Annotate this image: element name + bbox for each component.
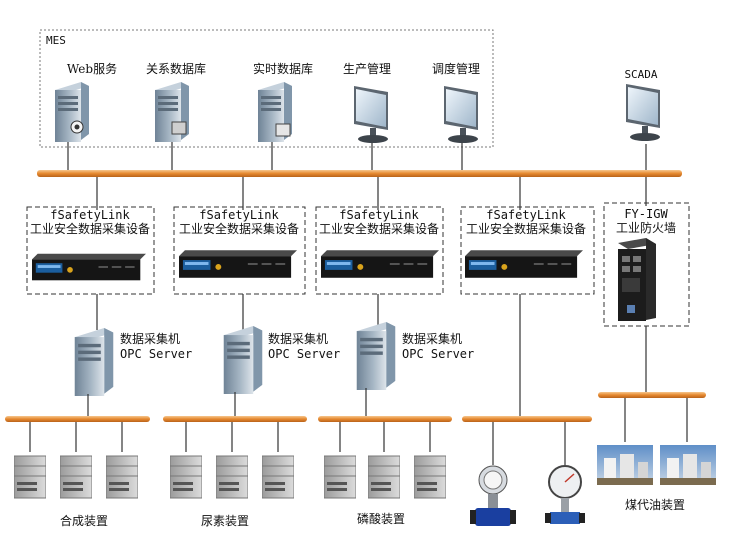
plant-label-synthesis: 合成装置 <box>59 514 109 528</box>
plant-device-icon <box>14 455 46 499</box>
coal-plant-photo-icon <box>660 445 716 485</box>
plant-device-icon <box>262 455 294 499</box>
relational-db-label: 关系数据库 <box>145 62 207 76</box>
firewall-device-icon <box>618 238 656 321</box>
plant-device-icon <box>170 455 202 499</box>
gateway-frame-3 <box>315 206 444 295</box>
gateway-desc-4: 工业安全数据采集设备 <box>465 222 587 236</box>
plant-device-icon <box>414 455 446 499</box>
collector-sub-2: OPC Server <box>268 347 341 361</box>
realtime-db-label: 实时数据库 <box>252 62 314 76</box>
plant-bus-2 <box>163 416 307 422</box>
scada-monitor-icon <box>626 84 660 141</box>
plant-device-icon <box>106 455 138 499</box>
collector-label-1: 数据采集机 <box>120 332 181 346</box>
fsafetylink-appliance-icon <box>321 250 439 278</box>
gateway-frame-4 <box>460 206 595 295</box>
opc-collector-server-icon <box>223 326 263 394</box>
scada-label: SCADA <box>624 68 658 81</box>
collector-sub-3: OPC Server <box>402 347 475 361</box>
plant-device-icon <box>60 455 92 499</box>
plant-device-icon <box>216 455 248 499</box>
pressure-gauge-icon <box>545 465 585 524</box>
plant-label-urea: 尿素装置 <box>200 514 250 528</box>
collector-sub-1: OPC Server <box>120 347 193 361</box>
realtime-db-server-icon <box>258 82 292 142</box>
plant-bus-4 <box>462 416 592 422</box>
gateway-name-2: fSafetyLink <box>199 208 279 222</box>
coal-plant-photo-icon <box>597 445 653 485</box>
collector-label-3: 数据采集机 <box>402 332 463 346</box>
fsafetylink-appliance-icon <box>465 250 583 278</box>
gateway-frame-1 <box>26 206 155 295</box>
mes-frame <box>39 29 494 148</box>
gateway-name-3: fSafetyLink <box>339 208 419 222</box>
collector-label-2: 数据采集机 <box>268 332 329 346</box>
opc-collector-server-icon <box>356 322 396 390</box>
database-server-icon <box>155 82 189 142</box>
gateway-desc-2: 工业安全数据采集设备 <box>178 222 300 236</box>
production-mgmt-monitor-icon <box>354 86 388 143</box>
gateway-frame-2 <box>173 206 306 295</box>
firewall-desc: 工业防火墙 <box>615 221 677 235</box>
plant-label-coal-to-oil: 煤代油装置 <box>624 498 686 512</box>
plant-bus-1 <box>5 416 150 422</box>
plant-label-phosphoric: 磷酸装置 <box>356 512 406 526</box>
dispatch-mgmt-label: 调度管理 <box>431 62 481 76</box>
gateway-desc-3: 工业安全数据采集设备 <box>318 222 440 236</box>
plant-bus-3 <box>318 416 452 422</box>
plant-device-icon <box>324 455 356 499</box>
fsafetylink-appliance-icon <box>32 253 146 281</box>
plant-device-icon <box>368 455 400 499</box>
firewall-name: FY-IGW <box>624 207 668 221</box>
web-service-label: Web服务 <box>66 62 118 76</box>
dispatch-mgmt-monitor-icon <box>444 86 478 143</box>
production-mgmt-label: 生产管理 <box>342 62 392 76</box>
gateway-desc-1: 工业安全数据采集设备 <box>29 222 151 236</box>
mes-label: MES <box>46 34 66 47</box>
web-server-icon <box>55 82 89 142</box>
fsafetylink-appliance-icon <box>179 250 297 278</box>
flow-meter-icon <box>470 465 516 526</box>
gateway-name-1: fSafetyLink <box>50 208 130 222</box>
gateway-name-4: fSafetyLink <box>486 208 566 222</box>
plant-bus-5 <box>598 392 706 398</box>
opc-collector-server-icon <box>74 328 114 396</box>
main-network-bus <box>37 170 682 177</box>
